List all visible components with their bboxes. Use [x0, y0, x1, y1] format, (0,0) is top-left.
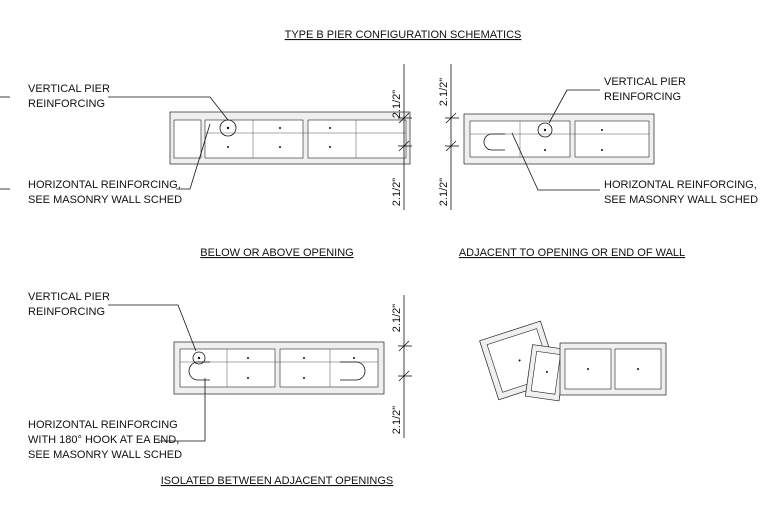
detail-title-2: ADJACENT TO OPENING OR END OF WALL: [459, 247, 685, 259]
angled-wall-segment-2: [524, 344, 567, 402]
svg-text:REINFORCING: REINFORCING: [604, 91, 681, 103]
leader-horizontal-3: [158, 378, 206, 442]
vertical-rebar-icon: [537, 122, 553, 138]
detail-adjacent-opening: VERTICAL PIER REINFORCING HORIZONTAL REI…: [438, 64, 758, 259]
dimension-3: 2.1/2" 2.1/2": [391, 295, 412, 438]
svg-text:2.1/2": 2.1/2": [391, 304, 403, 332]
straight-wall-segment: [559, 342, 667, 396]
dimension-1: 2.1/2" 2.1/2": [391, 64, 412, 210]
svg-text:SEE MASONRY WALL SCHED: SEE MASONRY WALL SCHED: [604, 194, 758, 206]
masonry-wall-3: [173, 341, 385, 395]
svg-text:SEE MASONRY WALL SCHED: SEE MASONRY WALL SCHED: [28, 449, 182, 461]
hook-icon-right: [340, 361, 366, 381]
detail-title-1: BELOW OR ABOVE OPENING: [200, 247, 353, 259]
label-vertical-pier-2: VERTICAL PIER: [604, 76, 686, 88]
masonry-wall-1: [169, 111, 411, 165]
leader-vertical-2: [548, 89, 600, 124]
svg-text:2.1/2": 2.1/2": [391, 178, 403, 206]
detail-title-3: ISOLATED BETWEEN ADJACENT OPENINGS: [161, 475, 393, 487]
svg-text:SEE MASONRY WALL SCHED: SEE MASONRY WALL SCHED: [28, 194, 182, 206]
vertical-rebar-icon: [192, 351, 206, 365]
detail-below-above-opening: VERTICAL PIER REINFORCING HORIZONTAL REI…: [0, 64, 412, 259]
label-horizontal-1: HORIZONTAL REINFORCING,: [28, 179, 181, 191]
hook-icon: [483, 133, 505, 151]
dimension-2: 2.1/2" 2.1/2": [438, 64, 459, 210]
svg-text:REINFORCING: REINFORCING: [28, 306, 105, 318]
leader-vertical-3: [108, 304, 197, 352]
hook-icon: [188, 361, 210, 381]
label-vertical-pier-1: VERTICAL PIER: [28, 83, 110, 95]
svg-text:REINFORCING: REINFORCING: [28, 98, 105, 110]
masonry-wall-2: [463, 113, 655, 165]
svg-text:2.1/2": 2.1/2": [391, 406, 403, 434]
svg-text:2.1/2": 2.1/2": [438, 78, 450, 106]
svg-text:WITH 180° HOOK AT EA END,: WITH 180° HOOK AT EA END,: [28, 434, 179, 446]
leader-horizontal-2: [511, 132, 600, 191]
svg-text:2.1/2": 2.1/2": [438, 178, 450, 206]
label-horizontal-3: HORIZONTAL REINFORCING: [28, 419, 178, 431]
label-horizontal-2: HORIZONTAL REINFORCING,: [604, 179, 757, 191]
leader-horizontal-1: [176, 123, 211, 190]
detail-angled-corner: [479, 320, 667, 402]
detail-isolated-between-openings: VERTICAL PIER REINFORCING HORIZONTAL REI…: [28, 291, 412, 487]
sheet-title: TYPE B PIER CONFIGURATION SCHEMATICS: [285, 29, 522, 41]
leader-vertical-1: [108, 96, 229, 121]
label-vertical-pier-3: VERTICAL PIER: [28, 291, 110, 303]
svg-text:2.1/2": 2.1/2": [391, 90, 403, 118]
